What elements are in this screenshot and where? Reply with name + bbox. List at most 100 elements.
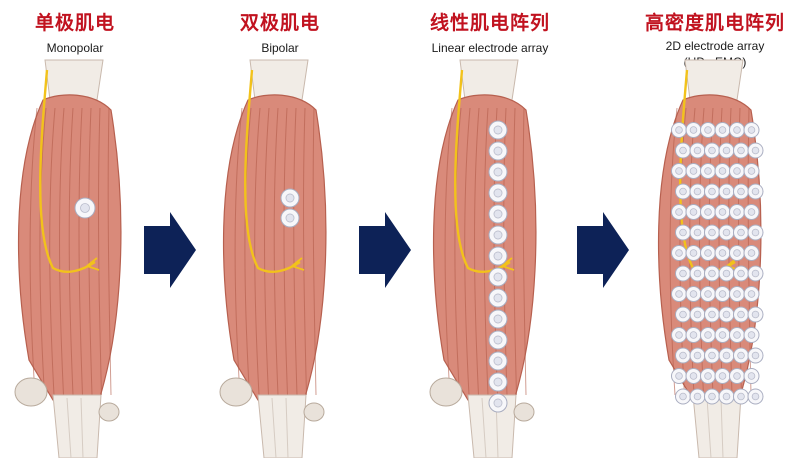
electrode-icon <box>733 224 749 241</box>
right-chevron-arrow-icon <box>144 212 196 288</box>
electrode-icon <box>488 351 508 371</box>
electrode-icon <box>733 388 749 405</box>
forearm-muscle-illustration <box>219 59 327 458</box>
electrode-icon <box>743 327 760 343</box>
right-chevron-arrow-icon <box>359 212 411 288</box>
electrode-icon <box>488 309 508 329</box>
panel-hd-semg: 高密度肌电阵列 2D electrode array (HD-sEMG) <box>635 0 795 458</box>
electrode-icon <box>488 246 508 266</box>
electrode-icon <box>729 245 745 261</box>
electrode-icon <box>714 204 731 220</box>
electrode-icon <box>689 388 706 405</box>
electrode-icon <box>675 347 691 364</box>
electrode-icon <box>488 141 508 161</box>
panel-linear-array: 线性肌电阵列 Linear electrode array <box>415 0 565 458</box>
electrode-icon <box>700 163 716 179</box>
electrode-icon <box>718 347 735 364</box>
electrode-icon <box>733 265 749 282</box>
panel-subtitle: 2D electrode array <box>665 39 765 53</box>
electrode-icon <box>488 288 508 308</box>
electrode-icon <box>700 286 716 302</box>
electrode-icon <box>729 286 745 302</box>
electrode-icon <box>488 120 508 140</box>
electrode-icon <box>714 245 731 261</box>
electrode-icon <box>488 204 508 224</box>
electrode-icon <box>671 286 687 302</box>
electrode-icon <box>675 224 691 241</box>
electrode-icon <box>700 245 716 261</box>
electrode-icon <box>685 286 702 302</box>
electrode-icon <box>74 197 96 219</box>
electrode-icon <box>689 347 706 364</box>
electrode-icon <box>704 142 720 159</box>
electrode-icon <box>685 368 702 384</box>
arrow-1 <box>140 210 198 295</box>
arrow-3 <box>573 210 631 295</box>
electrode-icon <box>671 368 687 384</box>
electrode-group <box>671 122 764 405</box>
electrode-icon <box>689 183 706 200</box>
forearm-muscle-illustration <box>429 59 537 458</box>
panel-title: 线性肌电阵列 <box>429 12 550 34</box>
electrode-icon <box>714 368 731 384</box>
electrode-icon <box>718 224 735 241</box>
electrode-icon <box>685 163 702 179</box>
electrode-icon <box>747 142 764 159</box>
electrode-icon <box>689 306 706 323</box>
panel-bipolar: 双极肌电 Bipolar <box>205 0 355 458</box>
electrode-icon <box>671 122 687 138</box>
electrode-icon <box>714 286 731 302</box>
electrode-icon <box>675 142 691 159</box>
panel-title: 高密度肌电阵列 <box>644 12 785 34</box>
electrode-icon <box>488 267 508 287</box>
panel-monopolar: 单极肌电 Monopolar <box>0 0 150 458</box>
electrode-icon <box>747 306 764 323</box>
electrode-icon <box>671 245 687 261</box>
electrode-icon <box>704 306 720 323</box>
electrode-icon <box>714 163 731 179</box>
electrode-icon <box>729 122 745 138</box>
electrode-icon <box>743 245 760 261</box>
electrode-icon <box>280 208 300 228</box>
electrode-icon <box>488 393 508 413</box>
electrode-icon <box>733 142 749 159</box>
electrode-icon <box>729 204 745 220</box>
panel-title: 单极肌电 <box>34 12 115 34</box>
electrode-icon <box>488 183 508 203</box>
electrode-icon <box>747 388 764 405</box>
electrode-icon <box>675 306 691 323</box>
electrode-icon <box>747 347 764 364</box>
electrode-icon <box>704 183 720 200</box>
electrode-icon <box>714 327 731 343</box>
electrode-icon <box>488 372 508 392</box>
electrode-icon <box>700 122 716 138</box>
electrode-icon <box>729 327 745 343</box>
electrode-icon <box>718 265 735 282</box>
electrode-icon <box>685 327 702 343</box>
electrode-icon <box>718 306 735 323</box>
panel-subtitle: Linear electrode array <box>431 41 549 55</box>
electrode-icon <box>718 183 735 200</box>
electrode-icon <box>747 265 764 282</box>
electrode-icon <box>704 265 720 282</box>
electrode-icon <box>743 163 760 179</box>
electrode-icon <box>280 188 300 208</box>
panel-subtitle: Monopolar <box>46 41 104 55</box>
electrode-icon <box>743 286 760 302</box>
electrode-icon <box>689 224 706 241</box>
electrode-icon <box>700 368 716 384</box>
electrode-icon <box>733 347 749 364</box>
electrode-icon <box>743 122 760 138</box>
right-chevron-arrow-icon <box>577 212 629 288</box>
electrode-icon <box>675 388 691 405</box>
electrode-group <box>488 120 508 413</box>
electrode-icon <box>685 122 702 138</box>
electrode-icon <box>704 224 720 241</box>
electrode-icon <box>700 327 716 343</box>
electrode-icon <box>671 204 687 220</box>
electrode-icon <box>747 224 764 241</box>
electrode-icon <box>743 204 760 220</box>
forearm-muscle-illustration <box>657 59 764 458</box>
electrode-icon <box>733 183 749 200</box>
panel-subtitle: Bipolar <box>261 41 299 55</box>
